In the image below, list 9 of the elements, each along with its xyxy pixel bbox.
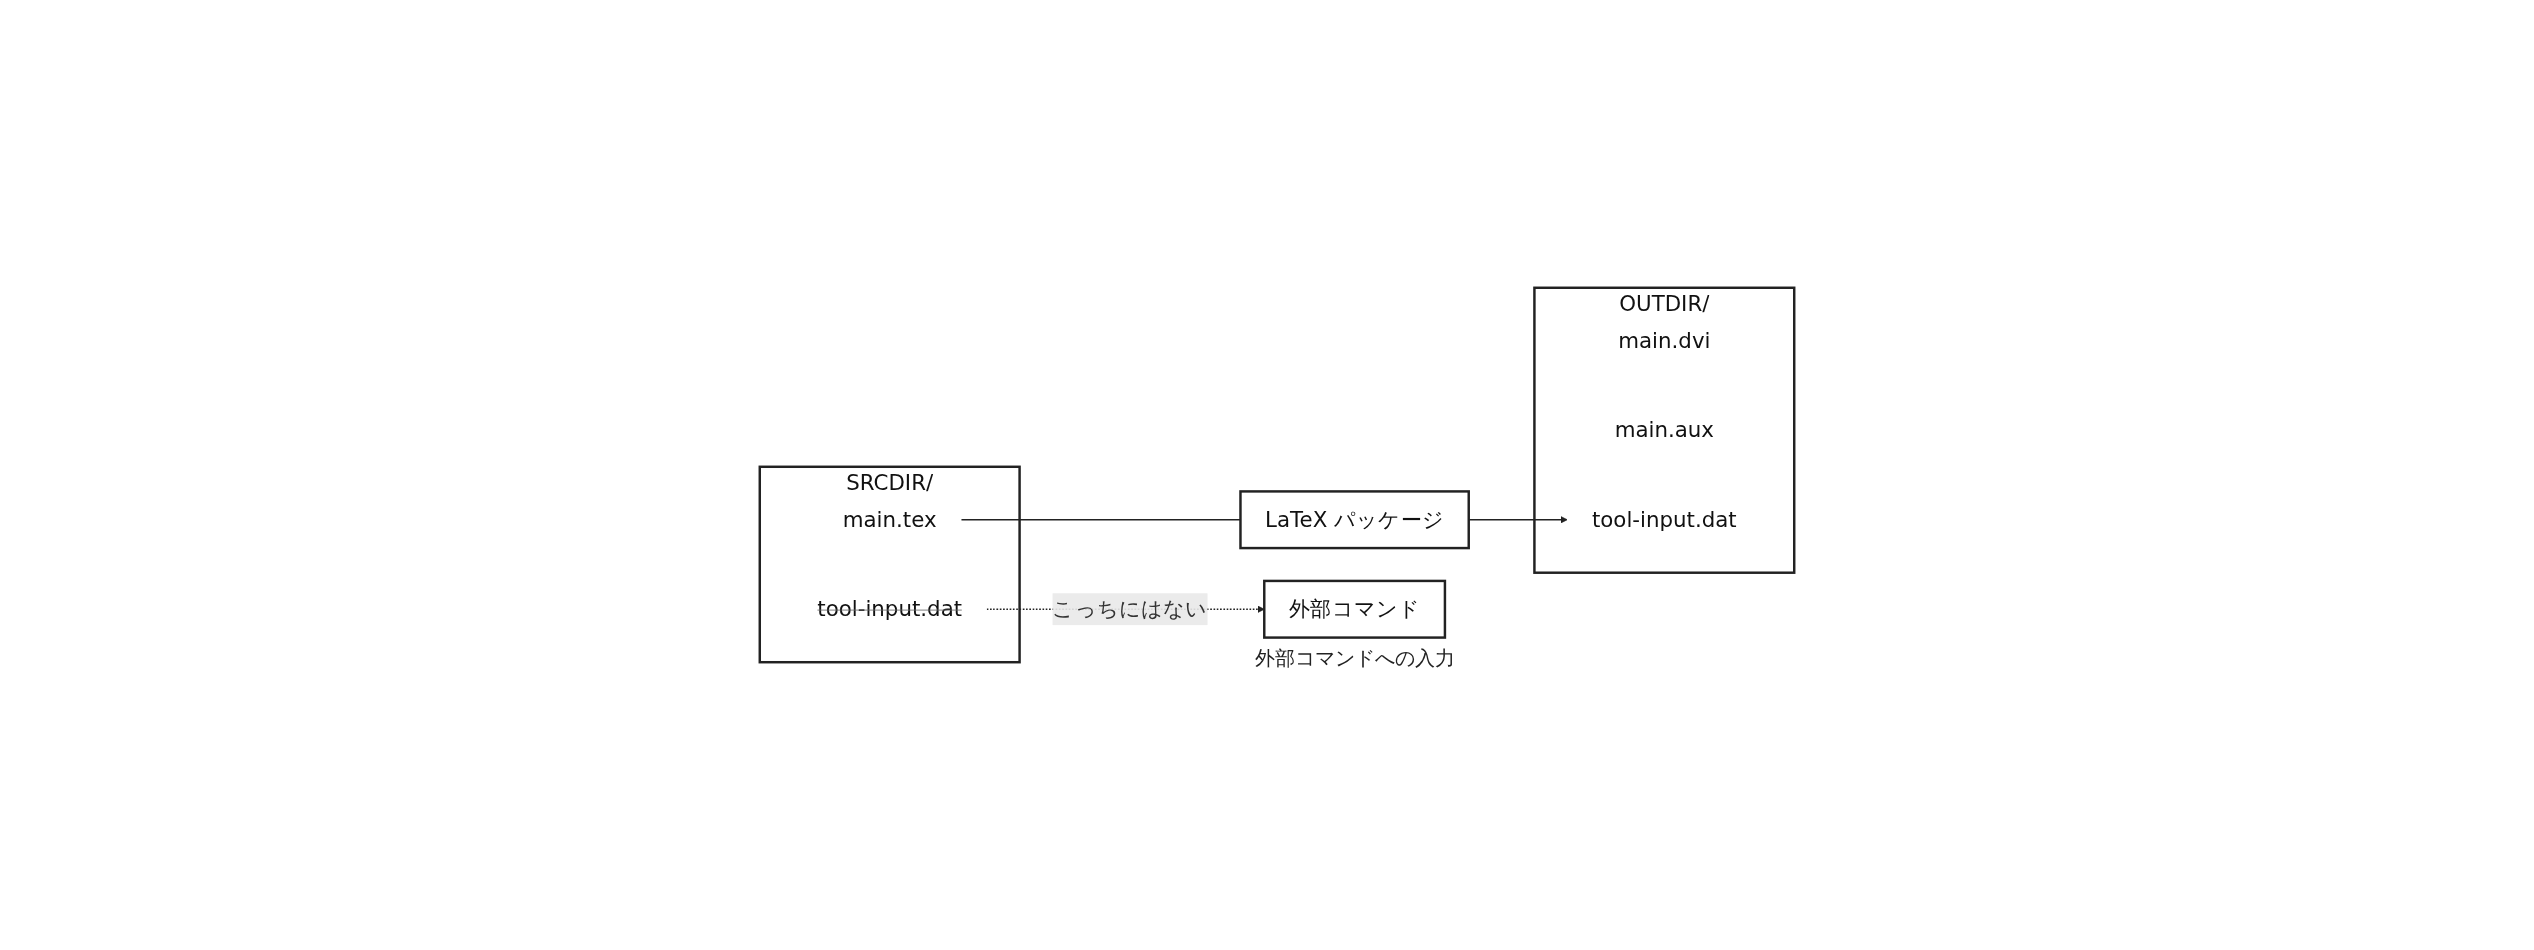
node-text: tool-input.dat — [1591, 507, 1737, 532]
node-text: main.aux — [1614, 417, 1715, 443]
node-caption: 外部コマンドへの入力 — [1254, 647, 1455, 671]
node-text: tool-input.dat — [817, 596, 963, 622]
node-box: LaTeX パッケージ — [1239, 490, 1470, 550]
node-box: 外部コマンド — [1263, 579, 1447, 639]
edge-label: こっちにはない — [1052, 596, 1208, 622]
node-text: main.tex — [842, 507, 937, 532]
node-text: main.dvi — [1618, 328, 1711, 353]
